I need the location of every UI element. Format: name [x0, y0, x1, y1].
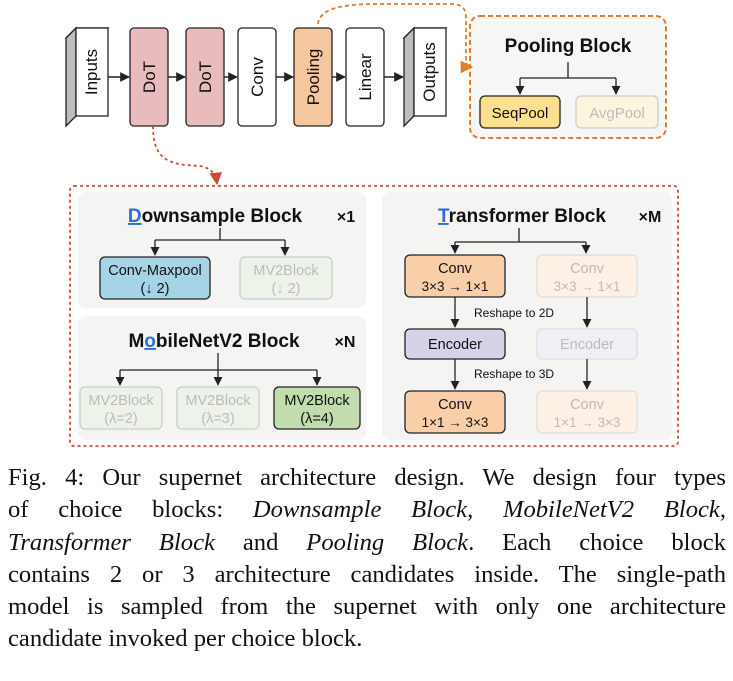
mv2-l3-label: MV2Block — [185, 393, 251, 409]
caption-text: and — [214, 528, 307, 556]
caption-text: , — [467, 496, 503, 524]
t-conv1-active-label: Conv — [438, 261, 473, 277]
mv2-l2-option — [79, 386, 163, 430]
caption-line: of choice blocks: Downsample Block, Mobi… — [8, 494, 726, 526]
t-conv2-inactive-label: Conv — [570, 397, 605, 413]
downsample-multiplier: ×1 — [337, 209, 355, 226]
caption-text: candidate invoked per choice block. — [8, 625, 363, 653]
seqpool-option — [479, 95, 561, 129]
mv2-l4-option — [273, 386, 361, 430]
transformer-title-initial: T — [438, 206, 450, 227]
mv2-l2-label: MV2Block — [88, 393, 154, 409]
svg-text:Downsample Block: Downsample Block — [128, 206, 303, 227]
stage-dot1: DoT — [129, 27, 169, 127]
stage-label: Pooling — [304, 49, 323, 106]
caption-text: . Each choice block — [468, 528, 726, 556]
reshape-2d-label: Reshape to 2D — [474, 306, 554, 320]
mobilenetv2-block: MobileNetV2 Block ×N MV2Block (λ=2) MV2B… — [78, 316, 366, 440]
caption-text: model is sampled from the supernet with … — [8, 593, 726, 621]
pooling-connector — [317, 3, 474, 74]
t-encoder-active-label: Encoder — [428, 337, 482, 353]
stage-label: Conv — [248, 57, 267, 97]
mv2-l3-sub: (λ=3) — [201, 411, 234, 427]
avgpool-label: AvgPool — [589, 105, 645, 122]
caption-emphasis: Transformer Block — [8, 528, 215, 556]
caption-emphasis: Pooling Block — [306, 528, 469, 556]
stage-pooling: Pooling — [293, 27, 333, 127]
t-conv2-active-label: Conv — [438, 397, 473, 413]
caption-text: contains 2 or 3 architecture candidates … — [8, 560, 726, 588]
mv2-down-option — [239, 256, 333, 300]
figure-caption: Fig. 4: Our supernet architecture design… — [8, 462, 726, 656]
stage-linear: Linear — [345, 27, 385, 127]
caption-emphasis: MobileNetV2 Block — [502, 496, 720, 524]
pipeline: Inputs DoT DoT Conv Pooling Linear Outputs — [64, 26, 448, 128]
stage-inputs: Inputs — [64, 26, 110, 128]
mobilenet-title-pre: M — [128, 331, 144, 352]
stage-label: DoT — [140, 61, 159, 93]
stage-label: Linear — [356, 53, 375, 101]
pooling-block: Pooling Block SeqPool AvgPool — [469, 15, 667, 139]
pooling-block-title: Pooling Block — [505, 36, 632, 57]
caption-line: Fig. 4: Our supernet architecture design… — [8, 462, 726, 494]
stage-label: DoT — [196, 61, 215, 93]
t-encoder-inactive-label: Encoder — [560, 337, 614, 353]
mv2-down-label: MV2Block — [253, 263, 319, 279]
conv-maxpool-sub: (↓ 2) — [141, 281, 170, 297]
stage-dot2: DoT — [185, 27, 225, 127]
mv2-down-sub: (↓ 2) — [272, 281, 301, 297]
caption-line: Transformer Block and Pooling Block. Eac… — [8, 527, 726, 559]
avgpool-option — [575, 95, 659, 129]
dot-connector — [152, 125, 223, 186]
t-conv2-active — [404, 390, 506, 434]
mobilenet-multiplier: ×N — [335, 334, 356, 351]
caption-text: Fig. 4: Our supernet architecture design… — [8, 464, 726, 491]
stage-outputs: Outputs — [402, 26, 448, 128]
mv2-l2-sub: (λ=2) — [104, 411, 137, 427]
seqpool-label: SeqPool — [492, 105, 549, 122]
caption-line: contains 2 or 3 architecture candidates … — [8, 559, 726, 591]
conv-maxpool-label: Conv-Maxpool — [108, 263, 202, 279]
t-conv1-active-sub: 3×3 → 1×1 — [422, 279, 489, 294]
mv2-l4-sub: (λ=4) — [300, 411, 333, 427]
caption-text: , — [719, 496, 726, 524]
mobilenet-title-hl: o — [144, 331, 156, 352]
stage-label: Outputs — [420, 42, 439, 102]
mobilenet-title-rest: bileNetV2 Block — [156, 331, 300, 352]
stage-conv: Conv — [237, 27, 277, 127]
downsample-title-rest: ownsample Block — [142, 206, 303, 227]
mv2-l3-option — [176, 386, 260, 430]
t-conv1-inactive-sub: 3×3 → 1×1 — [554, 279, 621, 294]
t-conv2-active-sub: 1×1 → 3×3 — [422, 415, 489, 430]
transformer-title-rest: ransformer Block — [449, 206, 607, 227]
caption-emphasis: Downsample Block — [252, 496, 468, 524]
transformer-block: Transformer Block ×M Conv 3×3 → 1×1 Resh… — [382, 192, 672, 440]
transformer-multiplier: ×M — [639, 209, 662, 226]
svg-text:MobileNetV2 Block: MobileNetV2 Block — [128, 331, 299, 352]
svg-text:Transformer Block: Transformer Block — [438, 206, 606, 227]
mv2-l4-label: MV2Block — [284, 393, 350, 409]
reshape-3d-label: Reshape to 3D — [474, 367, 554, 381]
caption-line: model is sampled from the supernet with … — [8, 591, 726, 623]
downsample-title-initial: D — [128, 206, 142, 227]
caption-text: of choice blocks: — [8, 496, 253, 524]
stage-label: Inputs — [82, 49, 101, 95]
t-conv2-inactive-sub: 1×1 → 3×3 — [554, 415, 621, 430]
caption-line: candidate invoked per choice block. — [8, 623, 726, 655]
conv-maxpool-option — [99, 256, 211, 300]
t-conv2-inactive — [536, 390, 638, 434]
downsample-block: Downsample Block ×1 Conv-Maxpool (↓ 2) M… — [78, 192, 366, 308]
t-conv1-inactive-label: Conv — [570, 261, 605, 277]
